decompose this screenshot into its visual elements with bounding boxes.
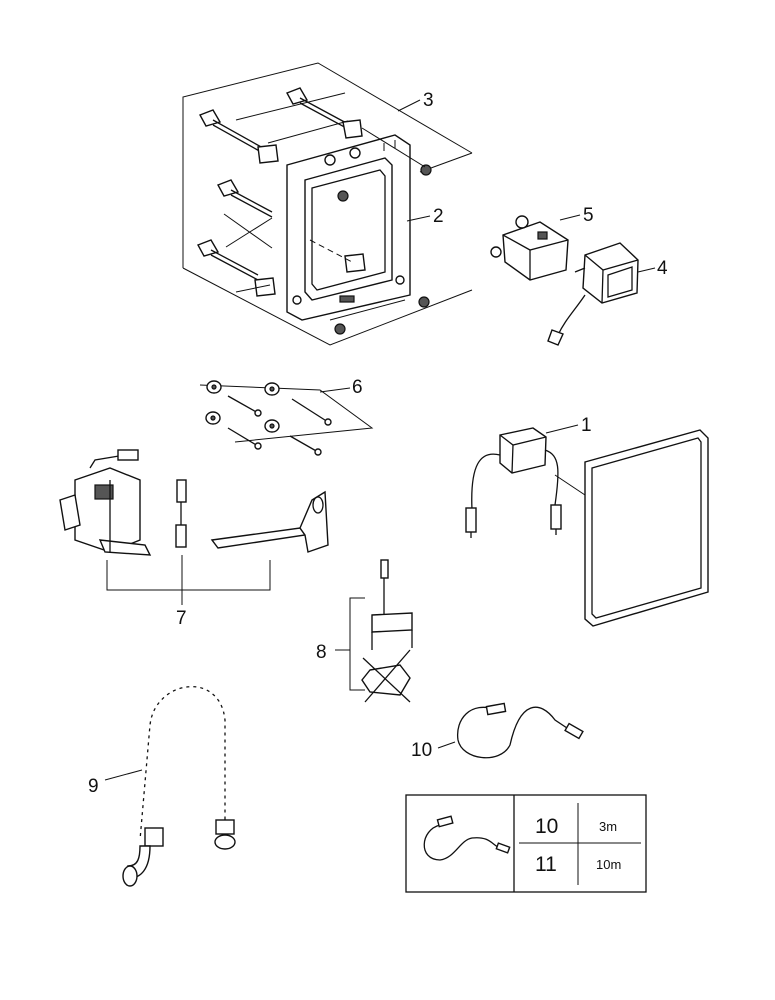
leader-4 xyxy=(637,267,656,273)
braided-hose: 9 xyxy=(88,681,236,887)
threaded-rods xyxy=(197,87,366,297)
callout-3: 3 xyxy=(423,90,434,111)
callout-2: 2 xyxy=(433,206,444,227)
leader-2 xyxy=(406,215,431,222)
callout-8: 8 xyxy=(316,642,327,663)
callout-4: 4 xyxy=(657,258,668,279)
callout-10: 10 xyxy=(411,740,432,761)
leader-5 xyxy=(559,214,581,221)
group-bracket-7 xyxy=(106,560,271,591)
leader-3 xyxy=(397,99,421,112)
extension-cable: 10 xyxy=(411,702,584,761)
callout-5: 5 xyxy=(583,205,594,226)
leader-1 xyxy=(545,424,579,434)
sensor-electronics: 1 xyxy=(465,415,592,538)
table-row-1-number: 10 xyxy=(535,815,558,838)
cable-adapter: 8 xyxy=(316,559,413,703)
assembly-guide-lines xyxy=(223,92,426,321)
mounting-bracket xyxy=(210,490,329,553)
leader-6 xyxy=(319,387,351,393)
table-row-2-length: 10m xyxy=(596,857,621,872)
table-row-2-number: 11 xyxy=(535,853,557,876)
frame-screws xyxy=(334,164,432,335)
mounting-frame xyxy=(286,134,411,321)
valve-assembly xyxy=(59,449,152,556)
cable-length-table: 10 3m 11 10m xyxy=(405,794,647,893)
connector-cable xyxy=(175,479,187,548)
leader-9 xyxy=(104,769,143,781)
callout-7: 7 xyxy=(176,608,187,629)
screw-set: 6 xyxy=(199,377,374,456)
callout-9: 9 xyxy=(88,776,99,797)
cross-out-mark xyxy=(362,657,411,703)
power-supply: 4 xyxy=(547,242,668,346)
callout-6: 6 xyxy=(352,377,363,398)
junction-box: 5 xyxy=(490,205,594,281)
mounting-frame-assembly: 3 2 xyxy=(182,62,473,346)
callout-1: 1 xyxy=(581,415,592,436)
table-row-1-length: 3m xyxy=(599,819,617,834)
leader-10 xyxy=(437,741,456,749)
table-cable-icon xyxy=(423,815,511,861)
glass-cover-panel xyxy=(554,429,709,627)
